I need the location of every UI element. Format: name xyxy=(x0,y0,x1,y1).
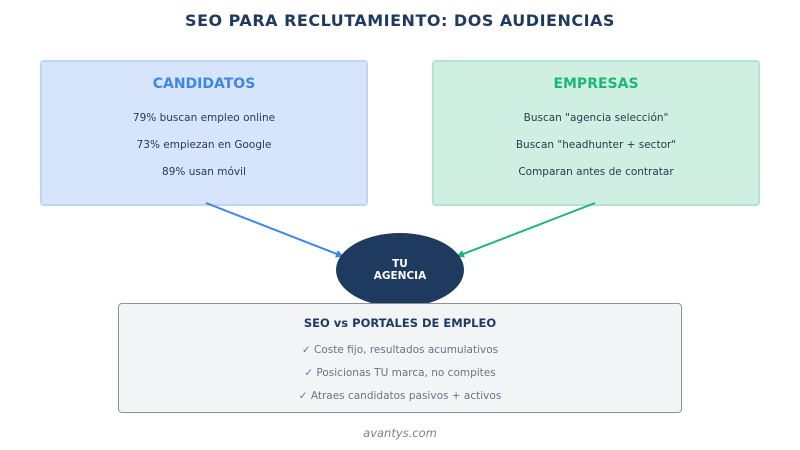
seo-comparison-box: SEO vs PORTALES DE EMPLEO ✓ Coste fijo, … xyxy=(118,303,682,413)
empresas-item: Comparan antes de contratar xyxy=(518,166,674,178)
seo-heading: SEO vs PORTALES DE EMPLEO xyxy=(303,316,497,330)
empresas-item: Buscan "agencia selección" xyxy=(523,112,669,124)
diagram-title: SEO PARA RECLUTAMIENTO: DOS AUDIENCIAS xyxy=(185,11,615,30)
seo-benefit: ✓ Atraes candidatos pasivos + activos xyxy=(298,390,502,402)
candidatos-item: 89% usan móvil xyxy=(162,166,246,178)
empresas-heading: EMPRESAS xyxy=(553,76,639,92)
agency-node: TU AGENCIA xyxy=(336,233,464,307)
agency-label-line1: TU xyxy=(392,258,408,270)
empresas-box: EMPRESAS Buscan "agencia selección" Busc… xyxy=(432,60,760,206)
candidatos-arrow xyxy=(205,202,344,258)
empresas-arrow xyxy=(456,202,596,258)
empresas-item: Buscan "headhunter + sector" xyxy=(515,139,677,151)
candidatos-item: 73% empiezan en Google xyxy=(136,139,272,151)
candidatos-heading: CANDIDATOS xyxy=(152,76,256,92)
candidatos-box: CANDIDATOS 79% buscan empleo online 73% … xyxy=(40,60,368,206)
candidatos-item: 79% buscan empleo online xyxy=(132,112,276,124)
agency-label-line2: AGENCIA xyxy=(373,270,427,282)
seo-benefit: ✓ Posicionas TU marca, no compites xyxy=(304,367,496,379)
footer-source: avantys.com xyxy=(363,426,437,440)
seo-benefit: ✓ Coste fijo, resultados acumulativos xyxy=(301,344,499,356)
